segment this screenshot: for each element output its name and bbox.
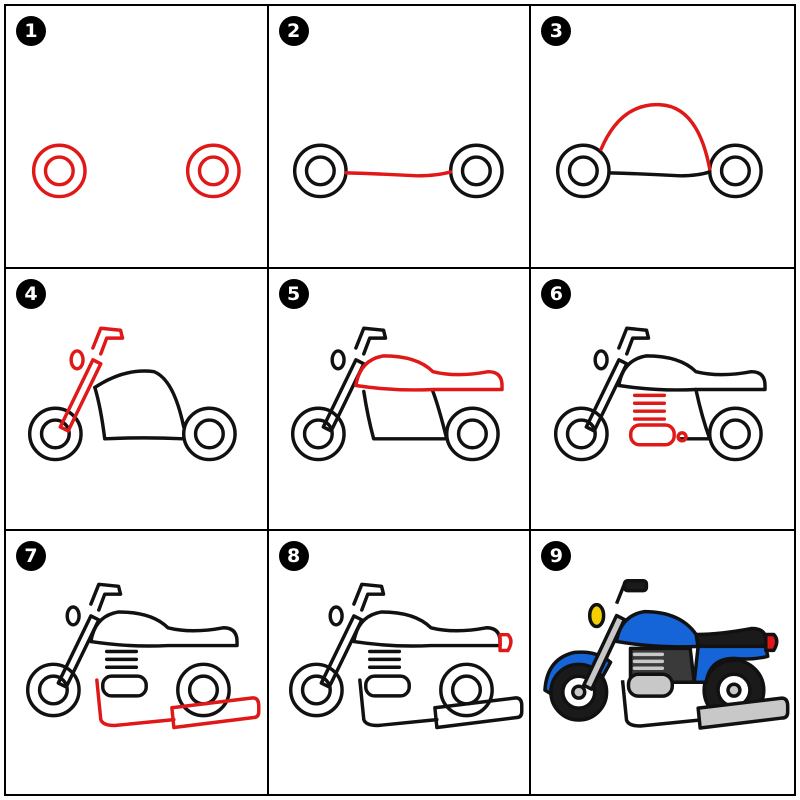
front-wheel-outer [185,143,241,199]
exhaust-pipe [95,678,176,728]
tank-arc [599,103,712,171]
headlight-colored [588,603,606,629]
rear-fender [692,644,770,685]
engine-colored [627,672,675,699]
step-5-drawing [290,326,504,461]
step-2-panel: 2 [268,6,532,269]
step-4-drawing [27,326,237,461]
step-6-panel: 6 [531,268,794,532]
fuel-tank [615,610,701,649]
step-1-badge: 1 [16,16,46,46]
step-3-panel: 3 [531,6,794,269]
headlight [69,348,85,371]
tank-and-seat [353,353,504,392]
step-2-badge: 2 [278,16,309,46]
step-1-drawing [31,143,241,199]
seat [694,627,768,649]
step-2-drawing [292,143,504,199]
step-9-panel: 9 [531,531,794,794]
grip [623,579,649,593]
step-7-panel: 7 [6,531,269,794]
taillight-colored [764,633,779,653]
front-wheel-inner [197,155,229,187]
muffler [170,696,261,730]
engine-fins [633,393,667,421]
step-7-badge: 7 [16,541,46,572]
muffler-colored [696,696,790,731]
step-3-drawing [556,103,764,199]
step-3-badge: 3 [541,16,572,46]
taillight [497,633,513,653]
step-5-panel: 5 [268,268,532,532]
step-8-panel: 8 [268,531,532,794]
step-9-drawing [543,579,790,731]
handlebar [91,326,125,356]
step-8-badge: 8 [278,541,309,572]
engine-bolt [676,430,689,443]
step-5-badge: 5 [278,278,309,309]
step-6-drawing [554,326,768,461]
step-4-panel: 4 [6,268,269,532]
frame-line [343,170,453,178]
rear-wheel-inner [43,155,75,187]
step-6-badge: 6 [541,278,572,309]
rear-wheel-outer [31,143,87,199]
step-4-badge: 4 [16,278,46,309]
step-8-drawing [288,582,524,730]
front-fork [58,357,103,433]
steps-grid: 1 2 3 4 [4,4,796,796]
step-7-drawing [25,582,261,730]
engine-block [629,422,677,447]
step-1-panel: 1 [6,6,269,269]
step-9-badge: 9 [541,541,572,572]
